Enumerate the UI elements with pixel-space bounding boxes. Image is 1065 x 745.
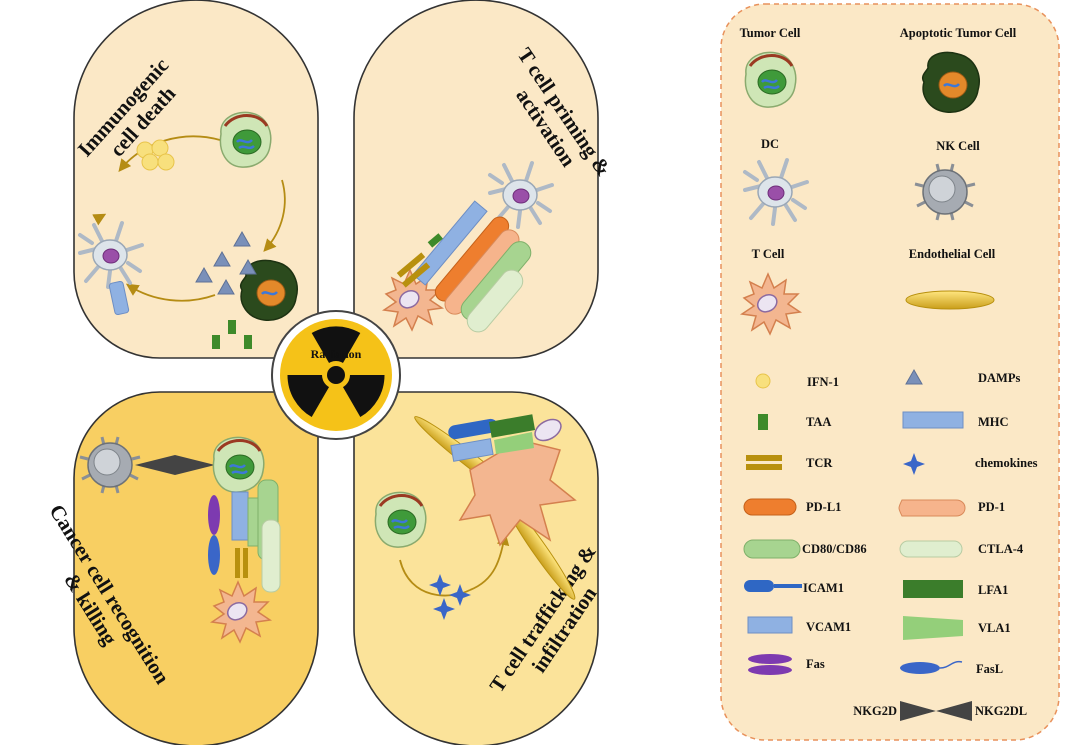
legend-fas-icon [748, 654, 792, 675]
legend-apoptotic-tumor-cell-icon [921, 51, 981, 114]
migration-arrow [469, 532, 510, 591]
ifn1-cluster-icon [136, 139, 175, 171]
mhc-icon [108, 280, 130, 316]
legend-label-nkg2d: NKG2D [853, 704, 897, 718]
t-cell-icon [458, 418, 577, 547]
legend-label-dc: DC [761, 137, 779, 151]
adhesion-molecules [448, 414, 536, 462]
legend-damps-icon [905, 368, 923, 385]
legend-label-t-cell: T Cell [752, 247, 785, 261]
tumor-cell-icon [211, 435, 266, 494]
legend-label-fas: Fas [806, 657, 825, 671]
tumor-cell-icon [373, 490, 428, 549]
chemokine-icon [429, 574, 471, 620]
legend-fasl-icon [900, 660, 963, 674]
legend-label-ctla4: CTLA-4 [978, 542, 1024, 556]
taa-icon [212, 320, 252, 349]
legend-label-fasl: FasL [976, 662, 1003, 676]
legend-label-mhc: MHC [978, 415, 1009, 429]
legend-label-damps: DAMPs [978, 371, 1020, 385]
icd-cycle [92, 135, 286, 302]
legend-pdl1-icon [743, 498, 797, 516]
legend-label-lfa1: LFA1 [978, 583, 1008, 597]
legend-ctla4-icon [899, 540, 963, 558]
radiation-label: Radiation [311, 347, 362, 361]
legend-label-vcam1: VCAM1 [806, 620, 851, 634]
legend-label-tcr: TCR [806, 456, 833, 470]
legend-label-tumor-cell: Tumor Cell [740, 26, 801, 40]
legend-panel [720, 3, 1060, 741]
radiation-symbol-icon [271, 310, 401, 440]
legend-label-pd1: PD-1 [978, 500, 1005, 514]
legend-label-endothelial-cell: Endothelial Cell [909, 247, 996, 261]
legend-label-cd80-cd86: CD80/CD86 [802, 542, 867, 556]
legend-label-vla1: VLA1 [978, 621, 1011, 635]
quadrant-top-right [353, 0, 599, 359]
legend-label-icam1: ICAM1 [803, 581, 844, 595]
legend-endothelial-cell-icon [905, 290, 995, 310]
legend-vcam1-icon [747, 616, 793, 634]
legend-label-nkg2dl: NKG2DL [975, 704, 1027, 718]
legend-mhc-icon [902, 411, 964, 429]
legend-chemokine-icon [903, 453, 925, 475]
legend-pd1-icon [898, 499, 966, 517]
legend-label-nk-cell: NK Cell [936, 139, 980, 153]
legend-label-ifn1: IFN-1 [807, 375, 839, 389]
legend-cd80-cd86-icon [743, 539, 801, 559]
legend-label-pdl1: PD-L1 [806, 500, 841, 514]
legend-lfa1-icon [903, 580, 963, 598]
legend-ifn1-icon [755, 373, 771, 389]
legend-tcr-icon [746, 455, 782, 470]
legend-taa-icon [758, 414, 768, 430]
legend-label-taa: TAA [806, 415, 831, 429]
legend-label-apoptotic-tumor-cell: Apoptotic Tumor Cell [900, 26, 1017, 40]
priming-receptors [396, 200, 532, 333]
legend-label-chemokines: chemokines [975, 456, 1038, 470]
legend-nkg2d-nkg2dl-icon [900, 701, 972, 721]
damps-icon [195, 230, 257, 295]
legend-vla1-icon [903, 616, 963, 640]
legend-icam1-icon [744, 580, 802, 592]
legend-tumor-cell-icon [743, 50, 798, 109]
tumor-cell-icon [218, 110, 273, 169]
nkg2d-nkg2dl-icon [135, 455, 215, 475]
killing-receptors [208, 479, 281, 593]
